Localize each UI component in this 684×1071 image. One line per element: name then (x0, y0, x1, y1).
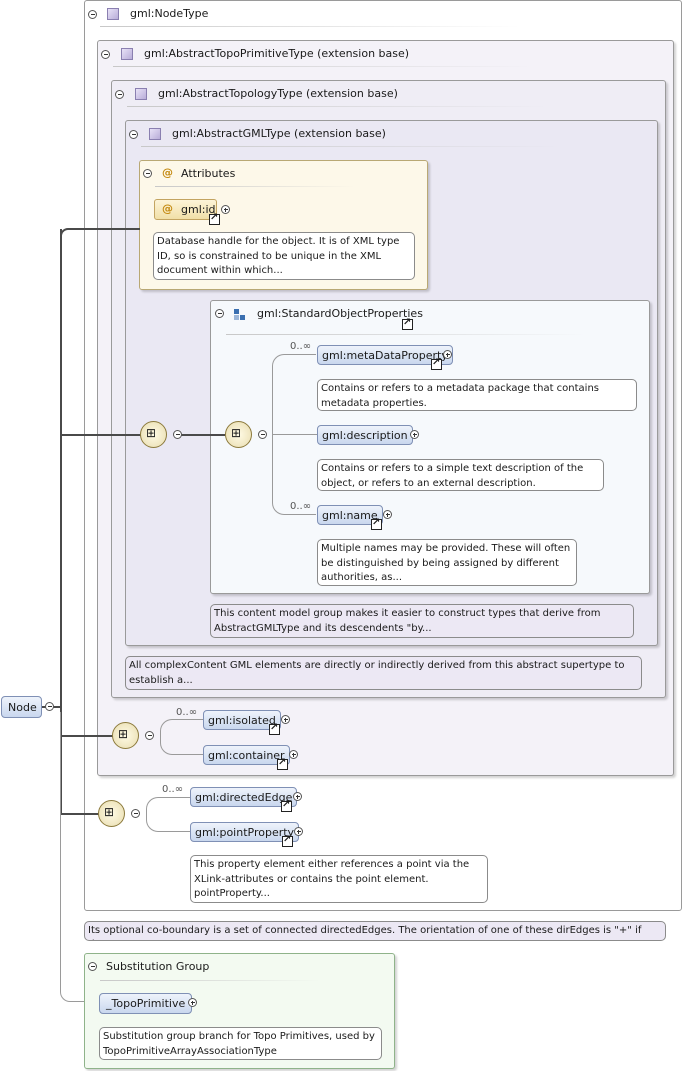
collapse-icon[interactable] (101, 50, 110, 59)
group-note: This content model group makes it easier… (210, 604, 634, 638)
standard-props-title: gml:StandardObjectProperties (257, 307, 423, 320)
collapse-icon[interactable] (215, 309, 224, 318)
attribute-id-label: gml:id (181, 203, 216, 216)
link-icon[interactable] (281, 799, 292, 812)
attribute-id-note: Database handle for the object. It is of… (153, 232, 415, 280)
collapse-icon[interactable] (45, 702, 54, 711)
complex-type-icon (149, 128, 161, 140)
cardinality: 0..∞ (290, 341, 312, 352)
node-type-note: Its optional co-boundary is a set of con… (84, 921, 666, 941)
collapse-icon[interactable] (145, 731, 154, 740)
complex-type-icon (121, 48, 133, 60)
node-type-title: gml:NodeType (130, 7, 209, 20)
sequence-glyph: ⊞ (118, 727, 129, 741)
expand-icon[interactable] (221, 205, 230, 214)
link-icon[interactable] (209, 212, 220, 225)
expand-icon[interactable] (294, 827, 303, 836)
pointproperty-note: This property element either references … (190, 855, 488, 903)
name-note: Multiple names may be provided. These wi… (317, 539, 577, 586)
link-icon[interactable] (269, 722, 280, 735)
topology-title: gml:AbstractTopologyType (extension base… (158, 87, 398, 100)
collapse-icon[interactable] (88, 10, 97, 19)
sequence-glyph: ⊞ (146, 426, 157, 440)
element-directededge[interactable]: gml:directedEdge (190, 787, 298, 807)
sequence-glyph: ⊞ (231, 426, 242, 440)
metadataproperty-note: Contains or refers to a metadata package… (317, 379, 637, 411)
gml-type-note: All complexContent GML elements are dire… (125, 656, 642, 690)
collapse-icon[interactable] (88, 962, 97, 971)
expand-icon[interactable] (410, 430, 419, 439)
element-topoprimitive[interactable]: _TopoPrimitive (99, 993, 193, 1014)
element-isolated[interactable]: gml:isolated (203, 710, 281, 730)
expand-icon[interactable] (281, 715, 290, 724)
collapse-icon[interactable] (258, 430, 267, 439)
topo-primitive-title: gml:AbstractTopoPrimitiveType (extension… (144, 47, 410, 60)
collapse-icon[interactable] (131, 809, 140, 818)
collapse-icon[interactable] (143, 169, 152, 178)
root-element-node[interactable]: Node (1, 696, 42, 718)
sequence-icon (225, 421, 252, 448)
collapse-icon[interactable] (129, 130, 138, 139)
link-icon[interactable] (402, 317, 413, 330)
substitution-note: Substitution group branch for Topo Primi… (99, 1027, 382, 1060)
sequence-icon (98, 800, 125, 827)
expand-icon[interactable] (383, 510, 392, 519)
expand-icon[interactable] (443, 350, 452, 359)
cardinality: 0..∞ (176, 707, 198, 718)
element-name[interactable]: gml:name (317, 505, 383, 525)
attribute-at-icon: @ (162, 166, 173, 179)
description-note: Contains or refers to a simple text desc… (317, 459, 604, 491)
link-icon[interactable] (431, 357, 442, 370)
attribute-gml-id[interactable] (154, 199, 217, 220)
attribute-at-icon: @ (162, 202, 173, 215)
expand-icon[interactable] (188, 998, 197, 1007)
element-description[interactable]: gml:description (317, 425, 413, 445)
expand-icon[interactable] (289, 750, 298, 759)
element-pointproperty[interactable]: gml:pointProperty (190, 822, 300, 842)
sequence-glyph: ⊞ (104, 805, 115, 819)
attributes-title: Attributes (181, 167, 236, 180)
link-icon[interactable] (371, 517, 382, 530)
sequence-icon (112, 722, 139, 749)
collapse-icon[interactable] (115, 90, 124, 99)
substitution-title: Substitution Group (106, 960, 210, 973)
sequence-icon (140, 421, 167, 448)
complex-type-icon (135, 88, 147, 100)
collapse-icon[interactable] (173, 430, 182, 439)
element-metadataproperty[interactable]: gml:metaDataProperty (317, 345, 453, 365)
expand-icon[interactable] (293, 792, 302, 801)
group-icon (233, 308, 247, 321)
gml-type-title: gml:AbstractGMLType (extension base) (172, 127, 386, 140)
link-icon[interactable] (277, 757, 288, 770)
cardinality: 0..∞ (162, 784, 184, 795)
link-icon[interactable] (282, 834, 293, 847)
complex-type-icon (107, 8, 119, 20)
cardinality: 0..∞ (290, 501, 312, 512)
